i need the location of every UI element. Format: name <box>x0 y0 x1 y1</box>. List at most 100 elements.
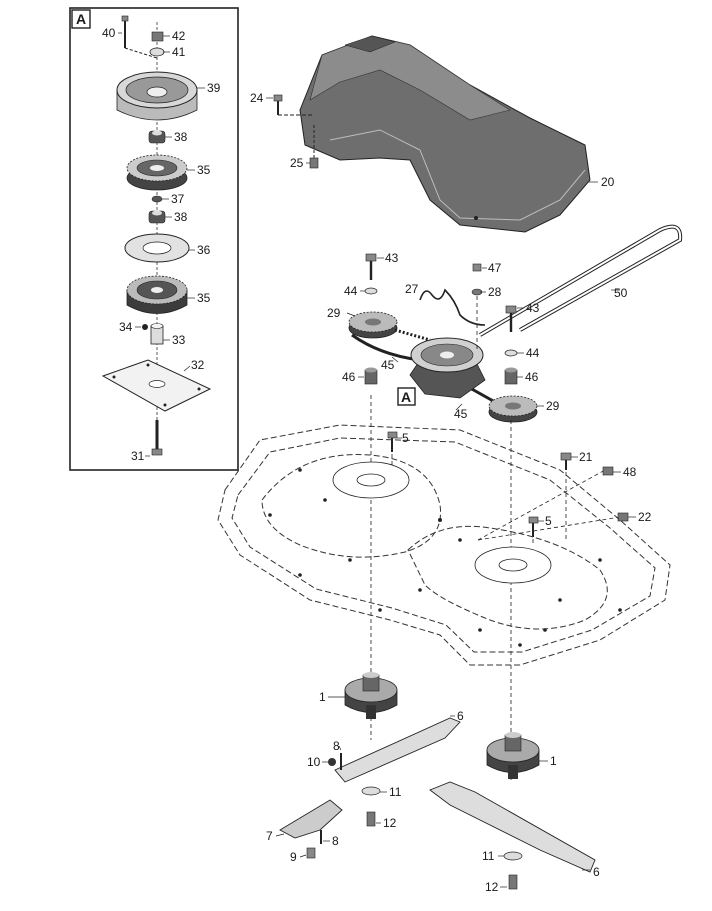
callout-45-right: 45 <box>454 407 468 421</box>
belt-45-right <box>394 328 431 342</box>
callout-29-left: 29 <box>327 306 341 320</box>
callout-44-left: 44 <box>344 284 358 298</box>
callout-37: 37 <box>171 192 185 206</box>
washer-37 <box>151 195 163 203</box>
callout-40: 40 <box>102 26 116 40</box>
callout-46-left: 46 <box>342 370 356 384</box>
callout-36: 36 <box>197 243 211 257</box>
callout-35-top: 35 <box>197 163 211 177</box>
marker-a-label: A <box>401 389 411 405</box>
callout-8-top: 8 <box>333 739 340 753</box>
callout-7: 7 <box>266 829 273 843</box>
callout-25: 25 <box>290 156 304 170</box>
gear-35-top <box>126 154 188 191</box>
callout-47: 47 <box>488 261 502 275</box>
callout-46-right: 46 <box>525 370 539 384</box>
callout-22: 22 <box>638 510 652 524</box>
bolt-12-right <box>508 874 518 890</box>
callout-8-bottom: 8 <box>332 834 339 848</box>
pin-34 <box>142 324 148 330</box>
callout-34: 34 <box>119 320 133 334</box>
washer-44-right <box>504 349 518 357</box>
callout-20: 20 <box>601 175 615 189</box>
callout-1-right: 1 <box>550 754 557 768</box>
mounting-plate-32 <box>101 359 212 412</box>
bolt-5-left <box>387 431 398 452</box>
spindle-1-left <box>344 672 398 719</box>
callout-9: 9 <box>290 850 297 864</box>
callout-38-bottom: 38 <box>174 210 188 224</box>
nut-22 <box>617 512 629 522</box>
washer-11-left <box>361 786 381 796</box>
callout-11-right: 11 <box>482 849 495 863</box>
main-leader-lines <box>266 97 636 888</box>
callout-29-right: 29 <box>546 399 560 413</box>
main-view: A <box>217 35 683 894</box>
v-belt-50 <box>478 224 683 337</box>
callout-24: 24 <box>250 91 264 105</box>
spacer-46-left <box>364 367 378 385</box>
nut-10 <box>328 758 336 766</box>
nut-48 <box>602 466 614 476</box>
callout-10: 10 <box>307 755 321 769</box>
gearbox-assembly-a <box>409 337 486 399</box>
detail-box-a: A <box>69 7 239 471</box>
bolt-43-left <box>365 253 377 280</box>
callout-33: 33 <box>172 333 186 347</box>
bolt-47 <box>472 263 482 272</box>
callout-6-left: 6 <box>457 709 464 723</box>
pulley-39 <box>116 71 198 121</box>
callout-5-right: 5 <box>545 514 552 528</box>
callout-45-left: 45 <box>381 358 395 372</box>
bolt-21 <box>560 452 572 470</box>
nut-42 <box>151 31 164 42</box>
deck-cover-20 <box>299 35 591 233</box>
callout-31: 31 <box>131 449 145 463</box>
bolt-43-right <box>505 305 517 332</box>
bolt-5-right <box>528 516 539 537</box>
detail-leader-lines <box>118 32 205 457</box>
bolt-40 <box>121 15 158 59</box>
deck-holes <box>268 468 622 647</box>
callout-6-right: 6 <box>593 865 600 879</box>
callout-43-right: 43 <box>526 301 540 315</box>
deck-spindle-mounts <box>332 461 552 584</box>
spring-27 <box>419 288 486 326</box>
gear-35-bottom <box>126 275 188 314</box>
callout-1-left: 1 <box>319 690 326 704</box>
detail-box-label: A <box>76 11 86 27</box>
mower-deck-outline <box>217 424 671 666</box>
callout-43-left: 43 <box>385 251 399 265</box>
bolt-24 <box>273 94 312 116</box>
callout-50: 50 <box>614 286 628 300</box>
callout-12-right: 12 <box>485 880 499 894</box>
pulley-29-left <box>348 311 398 339</box>
bearing-38-bottom <box>148 210 166 224</box>
plate-36 <box>124 233 190 263</box>
callout-35-bottom: 35 <box>197 291 211 305</box>
callout-12-left: 12 <box>383 816 397 830</box>
blade-6-right <box>429 781 596 873</box>
washer-44-left <box>364 287 378 295</box>
callout-21: 21 <box>579 450 593 464</box>
bolt-9 <box>306 847 316 859</box>
callout-44-right: 44 <box>526 346 540 360</box>
bolt-12-left <box>366 811 376 827</box>
washer-11-right <box>503 851 523 861</box>
callout-32: 32 <box>191 358 205 372</box>
marker-a-frame <box>397 387 416 406</box>
callout-28: 28 <box>488 285 502 299</box>
callout-38-top: 38 <box>174 130 188 144</box>
callout-41: 41 <box>172 45 186 59</box>
callout-5-left: 5 <box>402 431 409 445</box>
detail-box-label-frame <box>71 9 91 29</box>
bearing-38-top <box>148 130 166 144</box>
main-axis-lines <box>370 296 621 780</box>
spindle-1-right <box>486 732 540 779</box>
callout-48: 48 <box>623 465 637 479</box>
callout-39: 39 <box>207 81 221 95</box>
spacer-46-right <box>504 367 518 385</box>
blade-7 <box>279 799 343 839</box>
